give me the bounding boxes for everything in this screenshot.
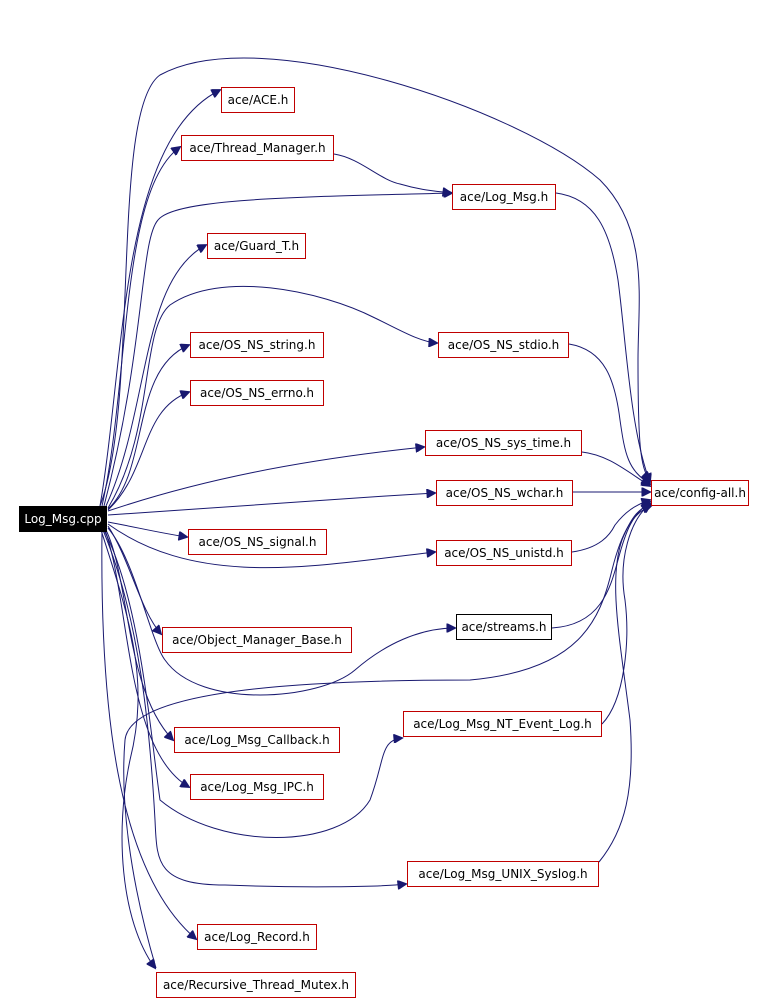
node-label: ace/OS_NS_unistd.h [444, 546, 564, 560]
edge-log-msg-unix-syslog-h-to-config-all-h [598, 504, 651, 863]
node-label: ace/OS_NS_string.h [198, 338, 316, 352]
node-guard-t-h[interactable]: ace/Guard_T.h [207, 233, 306, 259]
edge-os-ns-unistd-h-to-config-all-h [571, 500, 650, 553]
edge-log-msg-cpp-to-streams-h [107, 527, 455, 696]
node-label: ace/config-all.h [654, 486, 746, 500]
edge-log-msg-cpp-to-os-ns-signal-h [107, 521, 187, 537]
node-recursive-thread-mutex-h[interactable]: ace/Recursive_Thread_Mutex.h [156, 972, 356, 998]
root-label: Log_Msg.cpp [24, 512, 102, 526]
edge-log-msg-cpp-to-log-msg-nt-event-log-h [103, 529, 402, 838]
node-object-manager-base-h[interactable]: ace/Object_Manager_Base.h [162, 627, 352, 653]
node-os-ns-wchar-h[interactable]: ace/OS_NS_wchar.h [436, 480, 573, 506]
node-log-msg-unix-syslog-h[interactable]: ace/Log_Msg_UNIX_Syslog.h [407, 861, 599, 887]
node-os-ns-sys-time-h[interactable]: ace/OS_NS_sys_time.h [425, 430, 582, 456]
node-log-msg-ipc-h[interactable]: ace/Log_Msg_IPC.h [190, 774, 324, 800]
node-label: ace/Guard_T.h [213, 239, 300, 253]
edge-log-msg-h-to-config-all-h [555, 192, 650, 482]
node-label: ace/ACE.h [227, 93, 289, 107]
edge-log-msg-cpp-to-os-ns-sys-time-h [107, 447, 424, 512]
edge-log-msg-nt-event-log-h-to-config-all-h [601, 504, 650, 725]
edge-log-msg-cpp-to-os-ns-wchar-h [107, 493, 435, 516]
node-log-record-h[interactable]: ace/Log_Record.h [197, 924, 317, 950]
node-label: ace/Log_Msg.h [459, 190, 549, 204]
node-os-ns-errno-h[interactable]: ace/OS_NS_errno.h [190, 380, 324, 406]
node-label: ace/Log_Msg_IPC.h [200, 780, 314, 794]
edge-log-msg-cpp-to-guard-t-h [105, 245, 206, 507]
node-label: ace/Log_Msg_UNIX_Syslog.h [418, 867, 588, 881]
node-label: ace/OS_NS_wchar.h [445, 486, 564, 500]
node-label: ace/OS_NS_stdio.h [447, 338, 560, 352]
node-log-msg-nt-event-log-h[interactable]: ace/Log_Msg_NT_Event_Log.h [403, 711, 602, 737]
node-streams-h: ace/streams.h [456, 614, 552, 640]
node-label: ace/Thread_Manager.h [189, 141, 326, 155]
edge-log-msg-cpp-to-log-msg-ipc-h [104, 529, 189, 787]
root-file-log-msg-cpp: Log_Msg.cpp [19, 506, 107, 532]
edge-log-msg-cpp-to-log-record-h [101, 529, 196, 939]
edge-log-msg-cpp-to-os-ns-errno-h [107, 392, 189, 511]
edge-log-msg-cpp-to-os-ns-string-h [107, 345, 189, 510]
node-label: ace/streams.h [461, 620, 547, 634]
node-config-all-h[interactable]: ace/config-all.h [651, 480, 749, 506]
edge-log-msg-cpp-to-os-ns-unistd-h [107, 523, 435, 569]
node-label: ace/Log_Msg_NT_Event_Log.h [413, 717, 592, 731]
edge-log-msg-cpp-to-os-ns-stdio-h [107, 285, 437, 509]
node-os-ns-string-h[interactable]: ace/OS_NS_string.h [190, 332, 324, 358]
node-os-ns-stdio-h[interactable]: ace/OS_NS_stdio.h [438, 332, 569, 358]
edge-log-msg-cpp-to-log-msg-h [103, 193, 452, 507]
node-log-msg-h[interactable]: ace/Log_Msg.h [452, 184, 556, 210]
node-label: ace/Log_Msg_Callback.h [184, 733, 330, 747]
node-label: ace/OS_NS_sys_time.h [435, 436, 572, 450]
node-ace-h[interactable]: ace/ACE.h [221, 87, 295, 113]
node-os-ns-unistd-h[interactable]: ace/OS_NS_unistd.h [436, 540, 572, 566]
node-label: ace/Object_Manager_Base.h [172, 633, 342, 647]
node-label: ace/OS_NS_signal.h [198, 535, 317, 549]
edge-log-msg-cpp-to-log-msg-unix-syslog-h [102, 529, 406, 887]
node-label: ace/Log_Record.h [204, 930, 310, 944]
edge-log-msg-cpp-to-config-all-h [99, 57, 650, 507]
edge-log-msg-cpp-to-recursive-thread-mutex-h [100, 529, 155, 968]
edge-log-msg-cpp-to-ace-h [99, 90, 220, 507]
edge-recursive-thread-mutex-h-to-config-all-h [123, 506, 651, 969]
edge-thread-manager-h-to-log-msg-h [333, 153, 451, 193]
edge-os-ns-stdio-h-to-config-all-h [568, 343, 650, 484]
node-os-ns-signal-h[interactable]: ace/OS_NS_signal.h [188, 529, 327, 555]
node-label: ace/OS_NS_errno.h [199, 386, 315, 400]
node-thread-manager-h[interactable]: ace/Thread_Manager.h [181, 135, 334, 161]
edge-os-ns-sys-time-h-to-config-all-h [581, 451, 650, 486]
edge-log-msg-cpp-to-thread-manager-h [101, 147, 180, 507]
node-label: ace/Recursive_Thread_Mutex.h [162, 978, 350, 992]
node-log-msg-callback-h[interactable]: ace/Log_Msg_Callback.h [174, 727, 340, 753]
